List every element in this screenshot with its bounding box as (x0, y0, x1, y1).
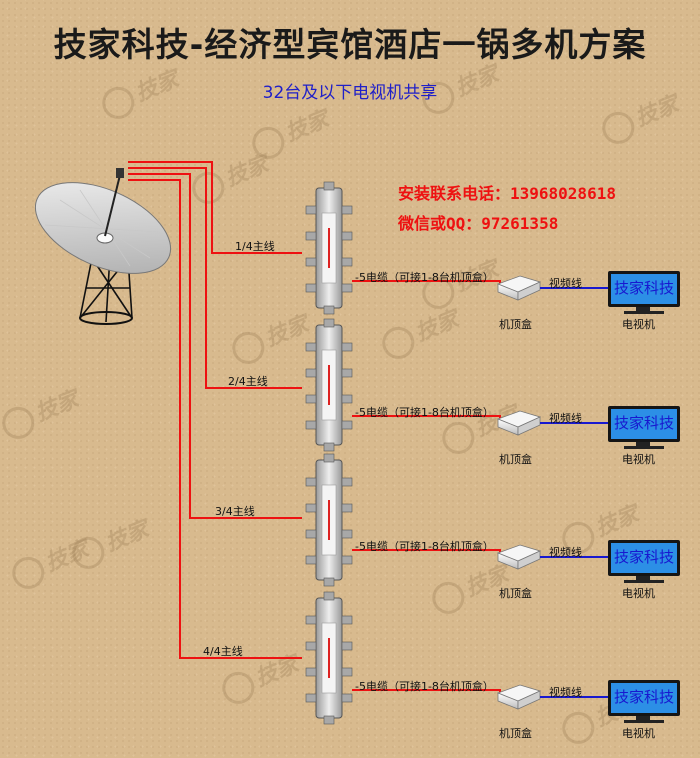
trunk-label: 3/4主线 (215, 505, 255, 518)
tv-screen-text: 技家科技 (613, 279, 674, 297)
tv-label: 电视机 (622, 318, 655, 331)
branch-4 (305, 591, 680, 725)
video-label: 视频线 (549, 686, 582, 699)
tv-screen-text: 技家科技 (613, 414, 674, 432)
cable-label: -5电缆（可接1-8台机顶盒） (355, 540, 494, 553)
contact-phone: 安装联系电话：13968028618 (398, 184, 616, 203)
trunk-label: 1/4主线 (235, 240, 275, 253)
tv-icon (608, 680, 680, 723)
cable-label: -5电缆（可接1-8台机顶盒） (355, 271, 494, 284)
stb-label: 机顶盒 (499, 318, 532, 331)
cable-label: -5电缆（可接1-8台机顶盒） (355, 406, 494, 419)
video-label: 视频线 (549, 546, 582, 559)
trunk-label: 2/4主线 (228, 375, 268, 388)
stb-label: 机顶盒 (499, 453, 532, 466)
tv-icon (608, 271, 680, 314)
cable-label: -5电缆（可接1-8台机顶盒） (355, 680, 494, 693)
set-top-box (496, 684, 542, 710)
trunk-lines (128, 161, 302, 659)
tv-icon (608, 406, 680, 449)
branch-1 (305, 181, 680, 315)
page-title: 技家科技-经济型宾馆酒店一锅多机方案 (53, 25, 647, 64)
video-label: 视频线 (549, 277, 582, 290)
page-subtitle: 32台及以下电视机共享 (262, 83, 438, 103)
set-top-box (496, 410, 542, 436)
set-top-box (496, 544, 542, 570)
stb-label: 机顶盒 (499, 587, 532, 600)
splitter (305, 318, 353, 452)
branch-3 (305, 453, 680, 587)
stb-label: 机顶盒 (499, 727, 532, 740)
tv-label: 电视机 (622, 453, 655, 466)
tv-icon (608, 540, 680, 583)
set-top-box (496, 275, 542, 301)
tv-screen-text: 技家科技 (613, 548, 674, 566)
satellite-dish (34, 168, 172, 325)
tv-label: 电视机 (622, 727, 655, 740)
video-label: 视频线 (549, 412, 582, 425)
tv-label: 电视机 (622, 587, 655, 600)
tv-screen-text: 技家科技 (613, 688, 674, 706)
splitter (305, 591, 353, 725)
trunk-label: 4/4主线 (203, 645, 243, 658)
splitter (305, 453, 353, 587)
branch-2 (305, 318, 680, 452)
splitter (305, 181, 353, 315)
contact-wechat-qq: 微信或QQ：97261358 (398, 214, 559, 233)
